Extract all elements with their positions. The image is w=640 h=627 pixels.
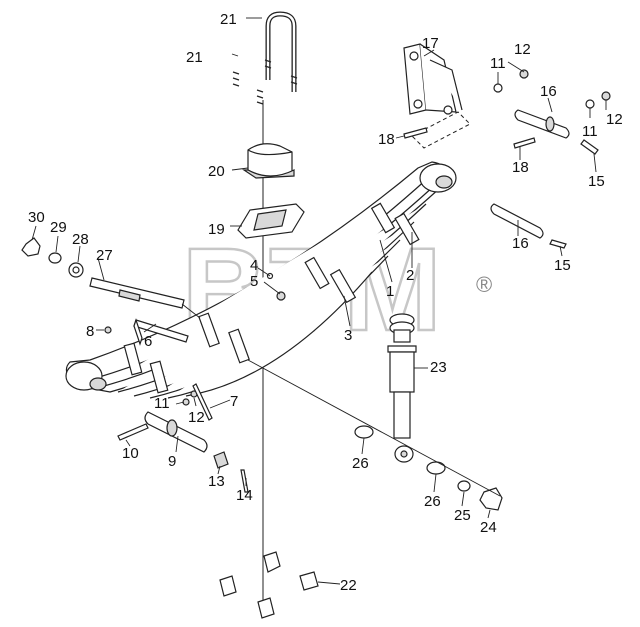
callout-15-upper: 15	[588, 173, 605, 190]
rebound-clip-front-c	[123, 342, 143, 376]
spring-seat-plate	[237, 203, 305, 239]
center-bolt	[266, 272, 286, 301]
bolt-10	[117, 423, 149, 441]
callout-28: 28	[72, 231, 89, 248]
spring-pad	[242, 143, 295, 179]
nut-30	[21, 237, 41, 257]
rebound-clip-front-b	[228, 328, 250, 364]
rebound-clip-rear	[370, 202, 396, 234]
callout-18-upper: 18	[378, 131, 395, 148]
nut-12-right	[601, 91, 611, 101]
callout-19: 19	[208, 221, 225, 238]
leader-lines	[31, 17, 607, 585]
shackle-17	[403, 43, 463, 115]
callout-20: 20	[208, 163, 225, 180]
washer-11-top	[493, 83, 503, 93]
callout-27: 27	[96, 247, 113, 264]
nut-24	[479, 487, 503, 511]
front-pin-9	[144, 411, 208, 453]
callout-18-lower: 18	[512, 159, 529, 176]
nut-12-top	[519, 69, 529, 79]
callout-12-top: 12	[514, 41, 531, 58]
callout-23: 23	[430, 359, 447, 376]
bolt-7	[192, 383, 213, 421]
u-bolt-rear	[264, 11, 298, 92]
bolt-14	[240, 469, 249, 493]
washer-25	[457, 480, 471, 492]
callout-5: 5	[250, 273, 258, 290]
callout-26-right: 26	[424, 493, 441, 510]
bolt-18-lower	[513, 137, 536, 149]
rebound-clip-mid	[304, 256, 330, 290]
callout-4: 4	[250, 257, 258, 274]
callout-26-left: 26	[352, 455, 369, 472]
callout-15-lower: 15	[554, 257, 571, 274]
callout-17: 17	[422, 35, 439, 52]
washer-26-right	[426, 461, 446, 475]
callout-1: 1	[386, 283, 394, 300]
callout-6: 6	[144, 333, 152, 350]
callout-13: 13	[208, 473, 225, 490]
callout-21-left: 21	[186, 49, 203, 66]
callout-labels: 21 21 17 12 11 16 12 11 18 18 15 20 19 1…	[28, 11, 623, 594]
rebound-clip-front-d	[149, 360, 169, 394]
callout-30: 30	[28, 209, 45, 226]
callout-22: 22	[340, 577, 357, 594]
u-bolt-nuts-22	[219, 551, 319, 619]
callout-3: 3	[344, 327, 352, 344]
nut-13	[213, 451, 229, 469]
washer-26-left	[354, 425, 374, 439]
rebound-clip-mid-b	[329, 268, 357, 304]
bolt-18-upper	[403, 127, 428, 139]
rebound-clip-rear-b	[394, 212, 420, 246]
callout-12-front: 12	[188, 409, 205, 426]
washer-11-right	[585, 99, 595, 109]
bolt-15-upper	[580, 139, 599, 155]
registered-mark: ®	[476, 272, 492, 297]
callout-14: 14	[236, 487, 253, 504]
callout-25: 25	[454, 507, 471, 524]
shackle-guide	[411, 111, 471, 149]
callout-9: 9	[168, 453, 176, 470]
shock-absorber-23	[387, 313, 417, 463]
bolt-15-lower	[549, 239, 567, 249]
shackle-pin-16-upper	[514, 109, 570, 139]
callout-24: 24	[480, 519, 497, 536]
callout-11-top: 11	[490, 55, 506, 72]
callout-10: 10	[122, 445, 139, 462]
callout-16-lower: 16	[512, 235, 529, 252]
callout-2: 2	[406, 267, 414, 284]
callout-12-right: 12	[606, 111, 623, 128]
spring-washer-29	[48, 252, 62, 264]
callout-16-upper: 16	[540, 83, 557, 100]
callout-29: 29	[50, 219, 67, 236]
callout-8: 8	[86, 323, 94, 340]
callout-7: 7	[230, 393, 238, 410]
callout-21-top: 21	[220, 11, 237, 28]
u-bolt-front	[232, 26, 264, 108]
shackle-pin-16-lower	[490, 203, 544, 239]
pin-6	[133, 318, 189, 346]
shock-mount-axis	[247, 359, 501, 497]
through-bolt-27	[89, 277, 201, 319]
callout-11-right: 11	[582, 123, 598, 140]
rebound-clip-front	[198, 312, 220, 348]
callout-11-front: 11	[154, 395, 170, 412]
grease-nipple-8	[104, 326, 112, 334]
